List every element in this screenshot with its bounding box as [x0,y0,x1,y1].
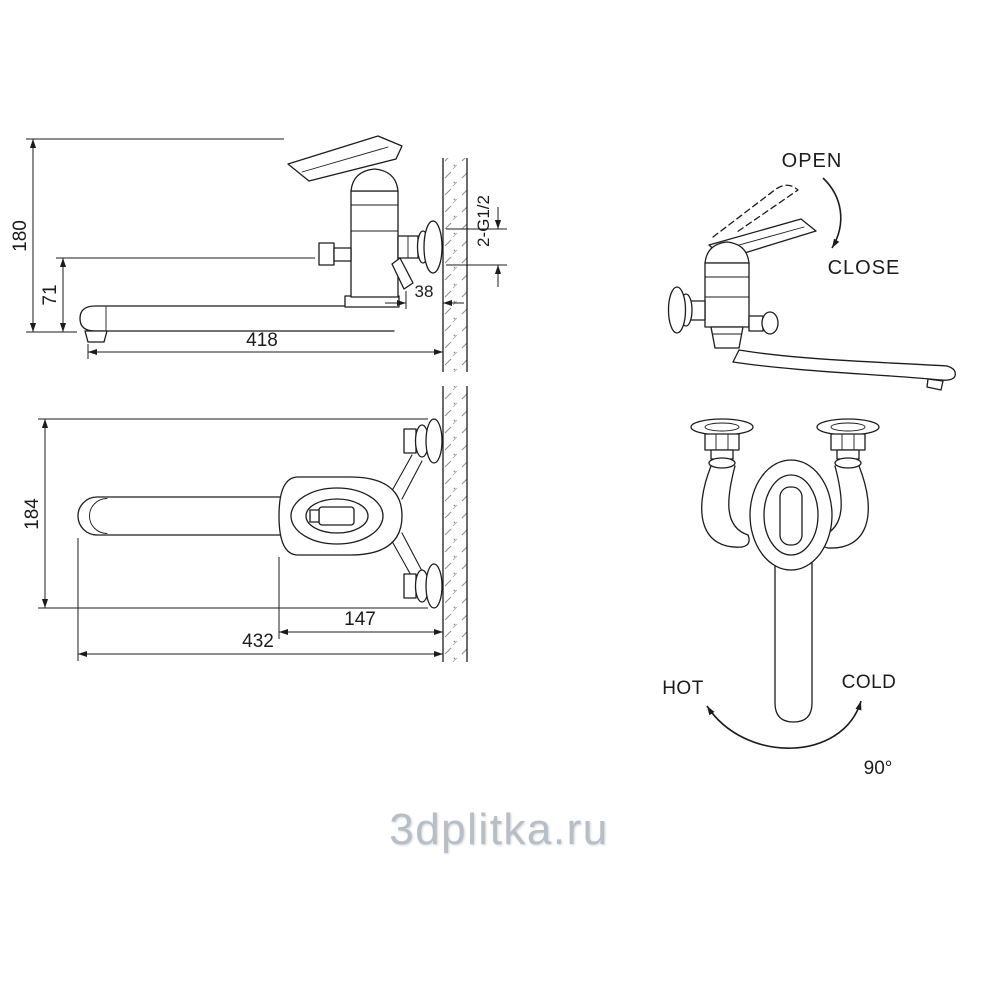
dim-span-label: 184 [22,498,43,530]
diverter-knob [761,311,779,335]
spout [79,305,395,332]
dim-body-reach-label: 147 [344,609,376,630]
faucet-side [79,135,443,343]
swing-arc-arrow [706,700,862,749]
union-nut [704,433,740,451]
supply-tube-right [827,465,869,549]
body [704,262,750,328]
diverter-stem [748,315,764,332]
wall-section-plan [442,386,468,662]
lever-detail-line [301,146,389,173]
close-label: CLOSE [828,257,901,279]
bracket-arm [401,460,423,500]
shower-outlet [391,257,414,290]
bracket-arm [392,454,413,490]
diverter-knob [318,242,335,266]
side-view: 180 71 418 38 2-G1/2 [10,135,507,372]
escutcheon-outer [423,220,443,274]
hot-label: HOT [662,678,704,699]
body-aerator [710,326,744,349]
faucet-lever-view [667,184,956,391]
cold-label: COLD [842,672,897,693]
dim-total-height-label: 180 [10,220,31,252]
side-dimensions [26,138,507,359]
front-view: HOT COLD 90° [662,418,897,779]
union-cap-inner [830,422,866,432]
faucet-plan [77,418,443,609]
swing-angle-label: 90° [864,758,893,779]
diverter-stem [333,247,352,262]
cartridge-dome [350,168,399,192]
lever-action-view: OPEN CLOSE [667,150,956,391]
spout-end-cap [940,365,956,381]
union-nut [830,433,866,451]
lever-top [318,506,355,526]
escutcheon-outer [425,418,443,464]
lever-top-end [309,509,320,523]
escutcheon-outer [425,563,443,609]
dim-spout-height-label: 71 [40,284,61,305]
lever-front [779,486,803,546]
dim-wall-offset-label: 38 [415,282,434,301]
dim-total-reach-label: 432 [242,631,274,652]
union-nut [403,428,417,454]
spout-plan [77,496,313,536]
spout-bottom-edge [732,361,942,381]
lever-open-ghost [712,184,799,238]
body [350,190,399,298]
open-close-arrow [822,177,842,249]
supply-tube-left [701,465,743,548]
thread-spec-label: 2-G1/2 [474,195,493,247]
cartridge-dome [704,241,750,264]
spout-front [774,559,813,723]
lever-handle [287,135,403,182]
faucet-front [690,418,880,723]
plan-view: 184 432 147 [22,386,468,662]
supply-tube-left [728,465,749,536]
bracket-arm [392,542,413,578]
union-base [708,457,736,469]
union-base [834,457,862,469]
dim-spout-reach-label: 418 [246,330,278,351]
spout-end-foot [926,378,944,391]
open-label: OPEN [782,150,843,172]
spout-top-edge [738,349,948,367]
escutcheon-outer [667,286,687,334]
watermark: 3dplitka.ru [389,805,609,854]
spout-aerator [84,330,108,343]
union-cap-inner [704,422,740,432]
spout-cap-line [89,498,108,534]
wall-hatch [444,386,467,662]
union-nut [403,573,417,599]
spout-joint-line [732,349,740,363]
bracket-arm [401,532,423,572]
plan-dimensions [38,418,443,661]
supply-tube-left-cap [741,534,750,548]
